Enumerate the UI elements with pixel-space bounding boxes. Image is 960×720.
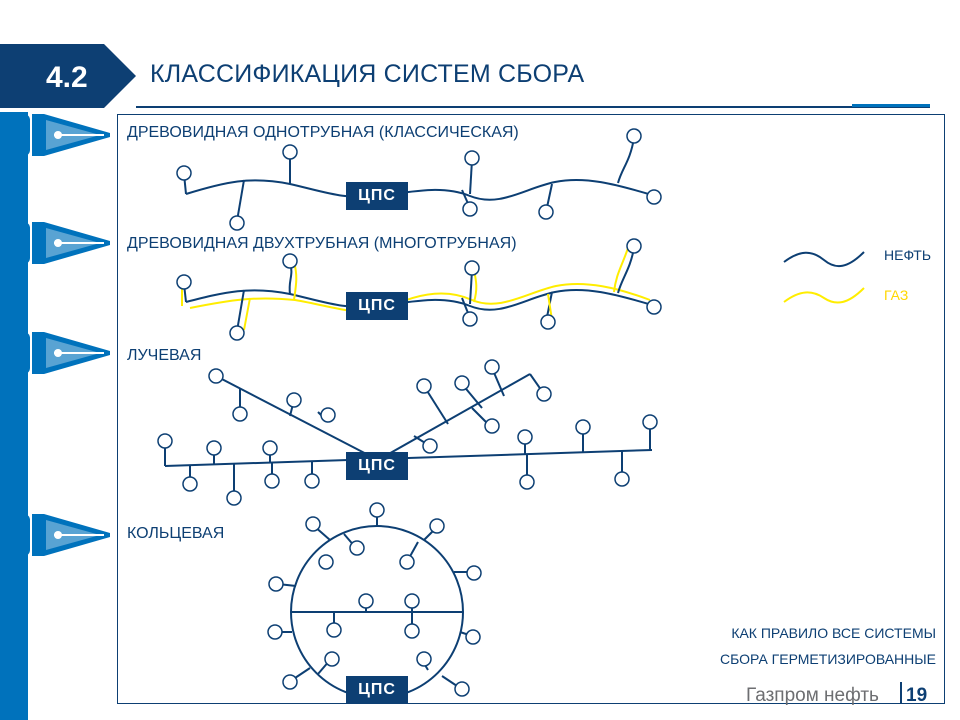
cps-station-box: ЦПС xyxy=(346,292,408,320)
well xyxy=(208,368,224,384)
well xyxy=(454,375,470,391)
diagram-frame xyxy=(117,114,945,704)
well xyxy=(320,407,336,423)
gas-main-pipe xyxy=(189,283,651,314)
legend-gas-line xyxy=(783,287,865,304)
well xyxy=(614,471,630,487)
page-number: 19 xyxy=(906,685,928,706)
well xyxy=(642,414,658,430)
well xyxy=(404,593,420,609)
section-label-double-pipe: ДРЕВОВИДНАЯ ДВУХТРУБНАЯ (МНОГОТРУБНАЯ) xyxy=(127,235,517,252)
section-tab-1 xyxy=(10,114,110,156)
well xyxy=(462,201,478,217)
well xyxy=(232,406,248,422)
well xyxy=(466,565,482,581)
well xyxy=(422,438,438,454)
well xyxy=(454,681,470,697)
radial-scheme xyxy=(157,359,658,506)
well xyxy=(369,502,385,518)
section-label-ring: КОЛЬЦЕВАЯ xyxy=(127,525,225,542)
page-title: КЛАССИФИКАЦИЯ СИСТЕМ СБОРА xyxy=(150,60,585,88)
well xyxy=(176,165,192,181)
ring-scheme xyxy=(267,502,482,699)
well xyxy=(262,440,278,456)
well xyxy=(646,299,662,315)
footer-separator xyxy=(900,682,902,704)
well xyxy=(540,314,556,330)
legend-gas-label: ГАЗ xyxy=(884,287,909,303)
section-tab-2 xyxy=(10,222,110,264)
well xyxy=(519,474,535,490)
well xyxy=(304,473,320,489)
footer-brand: Газпром нефть xyxy=(746,685,879,706)
well xyxy=(229,325,245,341)
well xyxy=(536,386,552,402)
well xyxy=(429,518,445,534)
well xyxy=(318,554,334,570)
well xyxy=(646,189,662,205)
well xyxy=(575,419,591,435)
well xyxy=(229,215,245,231)
cps-station-box: ЦПС xyxy=(346,676,408,704)
title-underline xyxy=(136,106,930,108)
well xyxy=(626,128,642,144)
legend-oil-label: НЕФТЬ xyxy=(884,247,932,263)
section-tab-4 xyxy=(10,514,110,556)
well xyxy=(517,429,533,445)
well xyxy=(267,624,283,640)
well xyxy=(462,311,478,327)
well xyxy=(286,392,302,408)
well xyxy=(484,418,500,434)
well xyxy=(464,260,480,276)
well xyxy=(176,274,192,290)
well xyxy=(626,238,642,254)
well xyxy=(464,150,480,166)
section-label-single-pipe: ДРЕВОВИДНАЯ ОДНОТРУБНАЯ (КЛАССИЧЕСКАЯ) xyxy=(127,124,519,141)
title-underline-accent xyxy=(852,104,930,107)
well xyxy=(226,490,242,506)
cps-station-box: ЦПС xyxy=(346,452,408,480)
well xyxy=(404,623,420,639)
oil-main-pipe xyxy=(185,288,653,311)
note-line-1: КАК ПРАВИЛО ВСЕ СИСТЕМЫ xyxy=(731,625,936,641)
well xyxy=(282,144,298,160)
well xyxy=(264,473,280,489)
note-line-2: СБОРА ГЕРМЕТИЗИРОВАННЫЕ xyxy=(720,651,936,667)
legend-oil-line xyxy=(783,251,865,268)
cps-station-box: ЦПС xyxy=(346,182,408,210)
left-accent-bar xyxy=(0,112,28,720)
section-label-radial: ЛУЧЕВАЯ xyxy=(127,347,202,364)
well xyxy=(206,440,222,456)
well xyxy=(416,378,432,394)
section-number-badge xyxy=(0,44,136,108)
well xyxy=(358,593,374,609)
well xyxy=(484,359,500,375)
well xyxy=(465,629,481,645)
well xyxy=(268,576,284,592)
well xyxy=(538,204,554,220)
well xyxy=(324,651,340,667)
section-tab-3 xyxy=(10,332,110,374)
well xyxy=(416,651,432,667)
section-number: 4.2 xyxy=(46,61,88,94)
well xyxy=(305,516,321,532)
well xyxy=(282,253,298,269)
well xyxy=(326,622,342,638)
oil-main-pipe xyxy=(185,178,653,201)
double-pipe-tree-scheme xyxy=(176,238,662,341)
well xyxy=(349,540,365,556)
well xyxy=(399,554,415,570)
single-pipe-tree-scheme xyxy=(176,128,662,231)
well xyxy=(282,674,298,690)
well xyxy=(182,476,198,492)
well xyxy=(157,433,173,449)
